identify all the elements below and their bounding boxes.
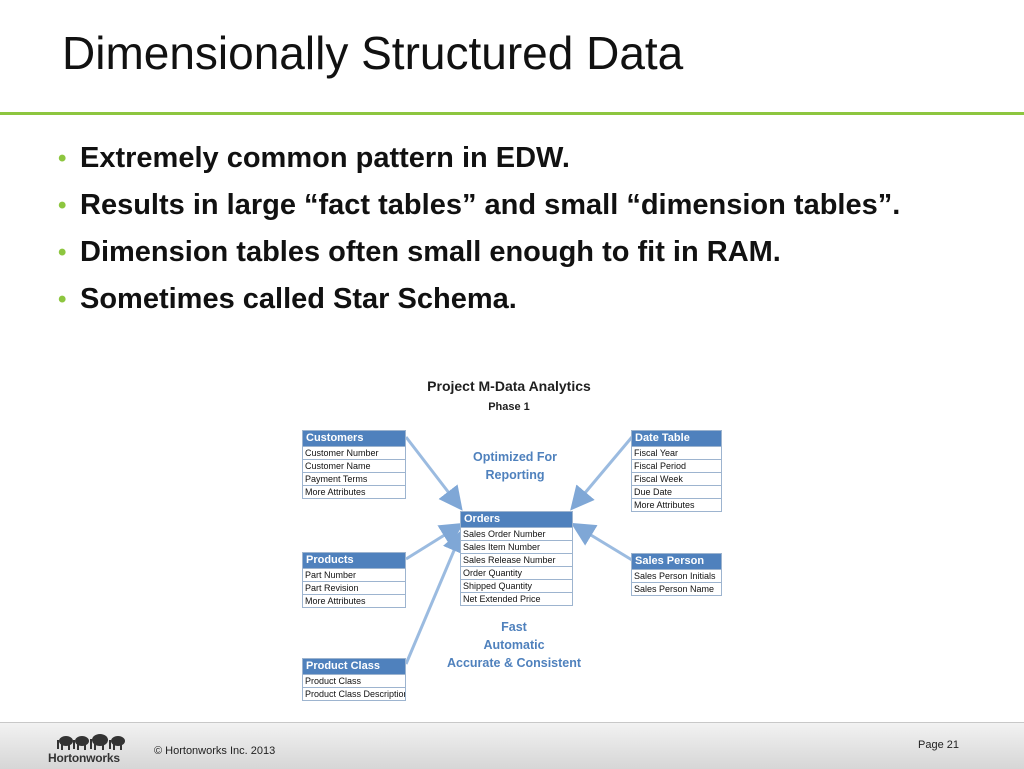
bullet-list: • Extremely common pattern in EDW. • Resul… [58, 140, 958, 328]
copyright-text: © Hortonworks Inc. 2013 [154, 745, 276, 757]
page-number: Page 21 [918, 739, 959, 751]
table-row: Due Date [632, 485, 721, 498]
bullet-item: • Results in large “fact tables” and smal… [58, 187, 958, 224]
table-row: Part Number [303, 568, 405, 581]
callout-line: Accurate & Consistent [446, 656, 582, 670]
table-row: Payment Terms [303, 472, 405, 485]
bullet-text: Sometimes called Star Schema. [80, 283, 517, 315]
elephant-herd-icon [57, 734, 125, 750]
table-row: Sales Order Number [461, 527, 572, 540]
table-row: Sales Item Number [461, 540, 572, 553]
callout-line: Fast [501, 620, 527, 634]
bullet-icon: • [58, 145, 67, 172]
bullet-text: Extremely common pattern in EDW. [80, 142, 570, 174]
table-row: Fiscal Year [632, 446, 721, 459]
logo-wordmark: Hortonworks [48, 751, 120, 765]
table-header: Sales Person [632, 554, 721, 569]
slide-footer: Hortonworks © Hortonworks Inc. 2013 Page… [0, 722, 1024, 769]
table-row: Product Class Description [303, 687, 405, 699]
table-row: Customer Number [303, 446, 405, 459]
arrow-salesperson-orders [570, 522, 633, 562]
table-row: Customer Name [303, 459, 405, 472]
table-row: Fiscal Week [632, 472, 721, 485]
bullet-item: • Dimension tables often small enough to … [58, 234, 958, 271]
table-row: Sales Release Number [461, 553, 572, 566]
table-row: More Attributes [303, 594, 405, 607]
callout-line: Optimized For [472, 450, 558, 464]
star-schema-diagram: Project M-Data Analytics Phase 1 Custome… [296, 374, 736, 706]
title-divider [0, 112, 1024, 115]
table-header: Date Table [632, 431, 721, 446]
product-class-table: Product Class Product Class Product Clas… [302, 658, 406, 701]
bullet-icon: • [58, 286, 67, 313]
table-header: Customers [303, 431, 405, 446]
bullet-icon: • [58, 239, 67, 266]
arrow-datetable-orders [570, 436, 634, 511]
products-table: Products Part Number Part Revision More … [302, 552, 406, 608]
table-header: Products [303, 553, 405, 568]
customers-table: Customers Customer Number Customer Name … [302, 430, 406, 499]
bullet-item: • Sometimes called Star Schema. [58, 281, 958, 318]
bullet-text: Dimension tables often small enough to f… [80, 236, 781, 268]
diagram-title: Project M-Data Analytics [427, 378, 591, 394]
table-row: Part Revision [303, 581, 405, 594]
table-row: Product Class [303, 674, 405, 687]
relationship-arrows [404, 436, 634, 665]
table-row: More Attributes [303, 485, 405, 498]
bullet-text: Results in large “fact tables” and small… [80, 189, 901, 221]
callout-line: Reporting [485, 468, 545, 482]
diagram-subtitle: Phase 1 [488, 401, 530, 413]
table-row: Sales Person Name [632, 582, 721, 595]
callout-optimized: Optimized For Reporting [459, 448, 571, 484]
table-header: Orders [461, 512, 572, 527]
arrow-customers-orders [404, 436, 463, 511]
table-row: Sales Person Initials [632, 569, 721, 582]
callout-benefits: Fast Automatic Accurate & Consistent [436, 618, 592, 672]
table-row: Fiscal Period [632, 459, 721, 472]
hortonworks-logo: Hortonworks [48, 731, 138, 765]
arrow-productclass-orders [404, 528, 466, 665]
bullet-item: • Extremely common pattern in EDW. [58, 140, 958, 177]
table-row: More Attributes [632, 498, 721, 511]
bullet-icon: • [58, 192, 67, 219]
callout-line: Automatic [483, 638, 545, 652]
date-table: Date Table Fiscal Year Fiscal Period Fis… [631, 430, 722, 512]
orders-fact-table: Orders Sales Order Number Sales Item Num… [460, 511, 573, 606]
table-header: Product Class [303, 659, 405, 674]
table-row: Shipped Quantity [461, 579, 572, 592]
table-row: Order Quantity [461, 566, 572, 579]
sales-person-table: Sales Person Sales Person Initials Sales… [631, 553, 722, 596]
slide-title: Dimensionally Structured Data [62, 27, 684, 79]
table-row: Net Extended Price [461, 592, 572, 605]
